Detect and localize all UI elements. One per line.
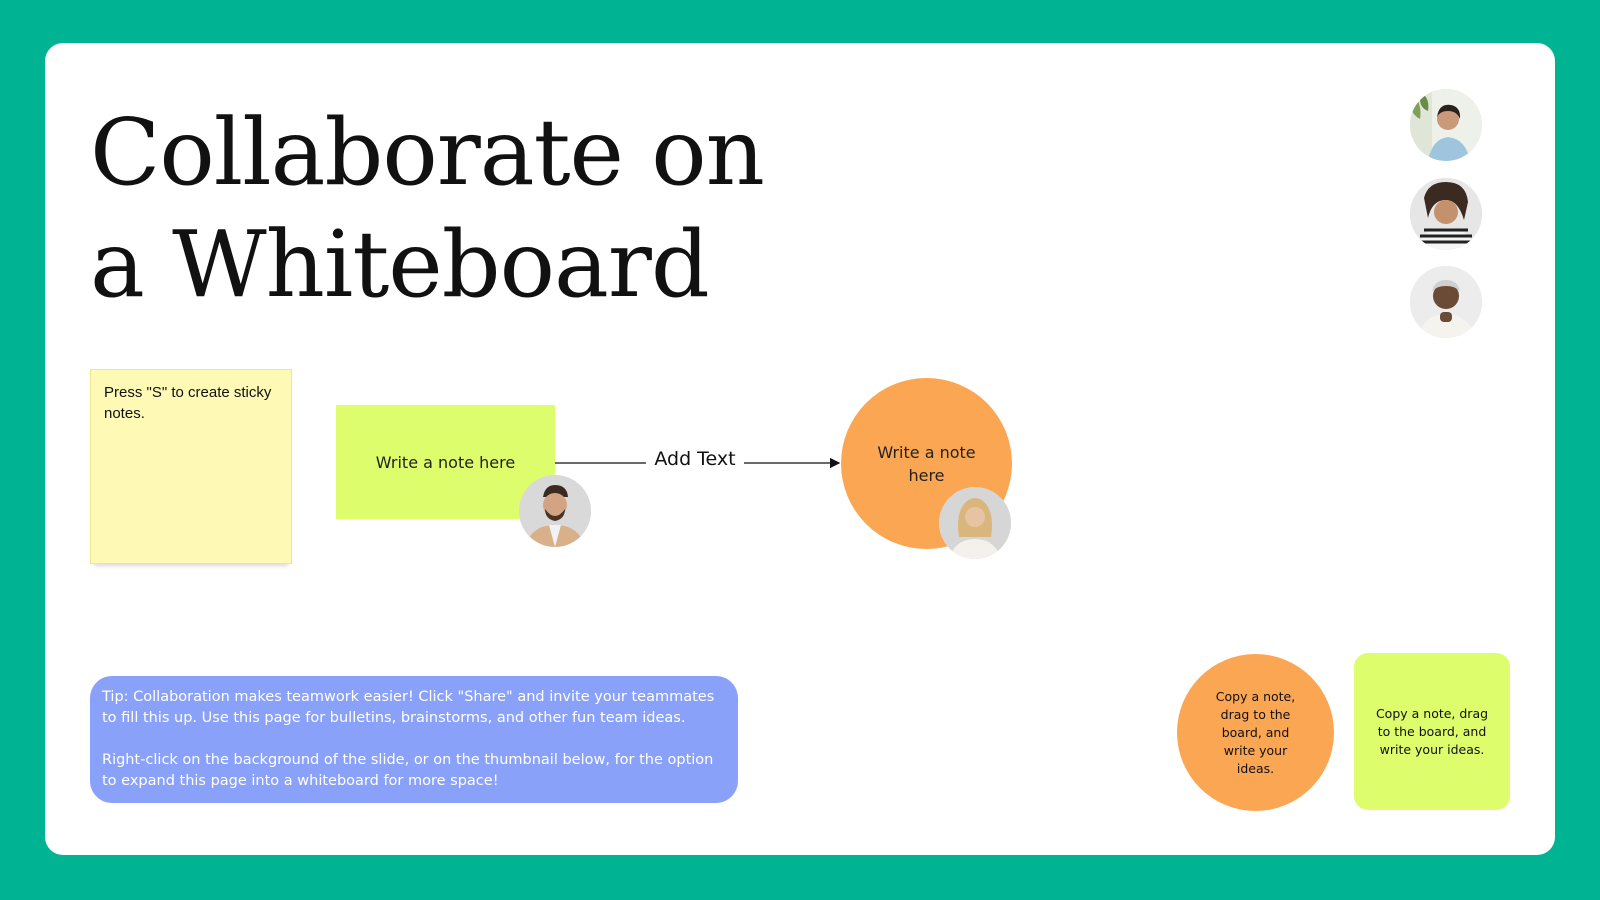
note-author-avatar-1[interactable] (519, 475, 591, 547)
whiteboard-slide[interactable]: Collaborate on a Whiteboard (45, 43, 1555, 855)
person-photo-icon (519, 475, 591, 547)
person-photo-icon (1410, 89, 1482, 161)
connector-label[interactable]: Add Text (646, 448, 744, 470)
tip-paragraph-2: Right-click on the background of the sli… (102, 752, 714, 789)
person-photo-icon (1410, 266, 1482, 338)
orange-circle-note[interactable]: Write a note here (841, 378, 1012, 549)
tip-paragraph-1: Tip: Collaboration makes teamwork easier… (102, 689, 715, 726)
person-photo-icon (939, 487, 1011, 559)
sticky-note-text: Press "S" to create sticky notes. (104, 384, 272, 422)
tip-box[interactable]: Tip: Collaboration makes teamwork easier… (90, 676, 738, 803)
collaborator-avatar-1[interactable] (1410, 89, 1482, 161)
copy-circle-note[interactable]: Copy a note, drag to the board, and writ… (1177, 654, 1334, 811)
person-photo-icon (1410, 178, 1482, 250)
collaborator-avatar-3[interactable] (1410, 266, 1482, 338)
orange-circle-text: Write a note here (877, 442, 976, 485)
copy-note-text: Copy a note, drag to the board, and writ… (1375, 705, 1489, 757)
page-title: Collaborate on a Whiteboard (90, 97, 765, 321)
collaborator-avatar-2[interactable] (1410, 178, 1482, 250)
sticky-note-yellow[interactable]: Press "S" to create sticky notes. (90, 369, 292, 564)
copy-circle-text: Copy a note, drag to the board, and writ… (1215, 688, 1296, 776)
title-line-2: a Whiteboard (90, 211, 710, 318)
green-note-text: Write a note here (375, 452, 516, 472)
title-line-1: Collaborate on (90, 99, 765, 206)
green-note[interactable]: Write a note here (336, 405, 555, 519)
copy-green-note[interactable]: Copy a note, drag to the board, and writ… (1354, 653, 1510, 810)
note-author-avatar-2[interactable] (939, 487, 1011, 559)
